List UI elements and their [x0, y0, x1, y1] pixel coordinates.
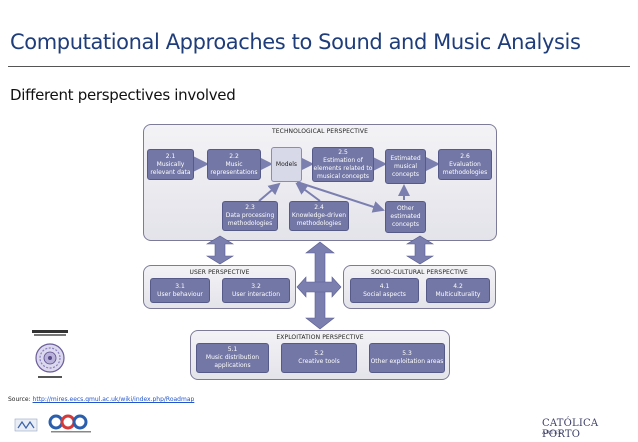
double-arrow-tech-socio: [405, 235, 435, 265]
box-2-4-knowledge-driven: 2.4 Knowledge-driven methodologies: [289, 201, 349, 231]
box-5-3-other-exploitation: 5.3 Other exploitation areas: [369, 343, 445, 373]
ccd-logo: [48, 414, 91, 433]
box-2-3-data-processing: 2.3 Data processing methodologies: [222, 201, 278, 231]
box-4-1-social-aspects: 4.1 Social aspects: [350, 278, 419, 303]
box-5-1-music-distribution: 5.1 Music distribution applications: [196, 343, 269, 373]
source-prefix: Source:: [8, 396, 33, 403]
emblem-logo: [32, 330, 68, 378]
box-2-6-evaluation: 2.6 Evaluation methodologies: [438, 149, 492, 180]
socio-cultural-perspective-title: SOCIO-CULTURAL PERSPECTIVE: [371, 269, 468, 276]
box-5-2-creative-tools: 5.2 Creative tools: [281, 343, 357, 373]
user-perspective-title: USER PERSPECTIVE: [189, 269, 250, 276]
slide-title: Computational Approaches to Sound and Mu…: [10, 30, 581, 54]
brand-subtitle: ARTES: [542, 430, 563, 436]
brand-name: CATÓLICA PORTO: [542, 418, 599, 440]
source-link[interactable]: http://mires.eecs.qmul.ac.uk/wiki/index.…: [32, 396, 195, 403]
box-2-2-music-representations: 2.2 Music representations: [207, 149, 261, 180]
exploitation-perspective-title: EXPLOITATION PERSPECTIVE: [276, 334, 364, 341]
title-divider: [8, 66, 630, 67]
box-3-2-user-interaction: 3.2 User interaction: [222, 278, 290, 303]
double-arrow-tech-user: [205, 235, 235, 265]
box-models: Models: [271, 147, 302, 182]
slide-subtitle: Different perspectives involved: [10, 86, 236, 104]
arrow-2-4-to-models: [295, 182, 321, 202]
box-other-estimated-concepts: Other estimated concepts: [385, 201, 426, 233]
source-citation: Source: http://mires.eecs.qmul.ac.uk/wik…: [8, 396, 194, 403]
technological-perspective-title: TECHNOLOGICAL PERSPECTIVE: [272, 128, 368, 135]
box-3-1-user-behaviour: 3.1 User behaviour: [150, 278, 210, 303]
double-arrow-user-socio: [296, 276, 342, 298]
partner-logo-left: [14, 418, 38, 432]
box-4-2-multiculturality: 4.2 Multiculturality: [426, 278, 490, 303]
box-estimated-musical-concepts: Estimated musical concepts: [385, 149, 426, 184]
arrow-models-to-other: [296, 181, 385, 213]
arrow-2-3-to-models: [258, 182, 281, 202]
box-2-1-musically-relevant-data: 2.1 Musically relevant data: [147, 149, 194, 180]
box-2-5-estimation: 2.5 Estimation of elements related to mu…: [312, 147, 374, 182]
